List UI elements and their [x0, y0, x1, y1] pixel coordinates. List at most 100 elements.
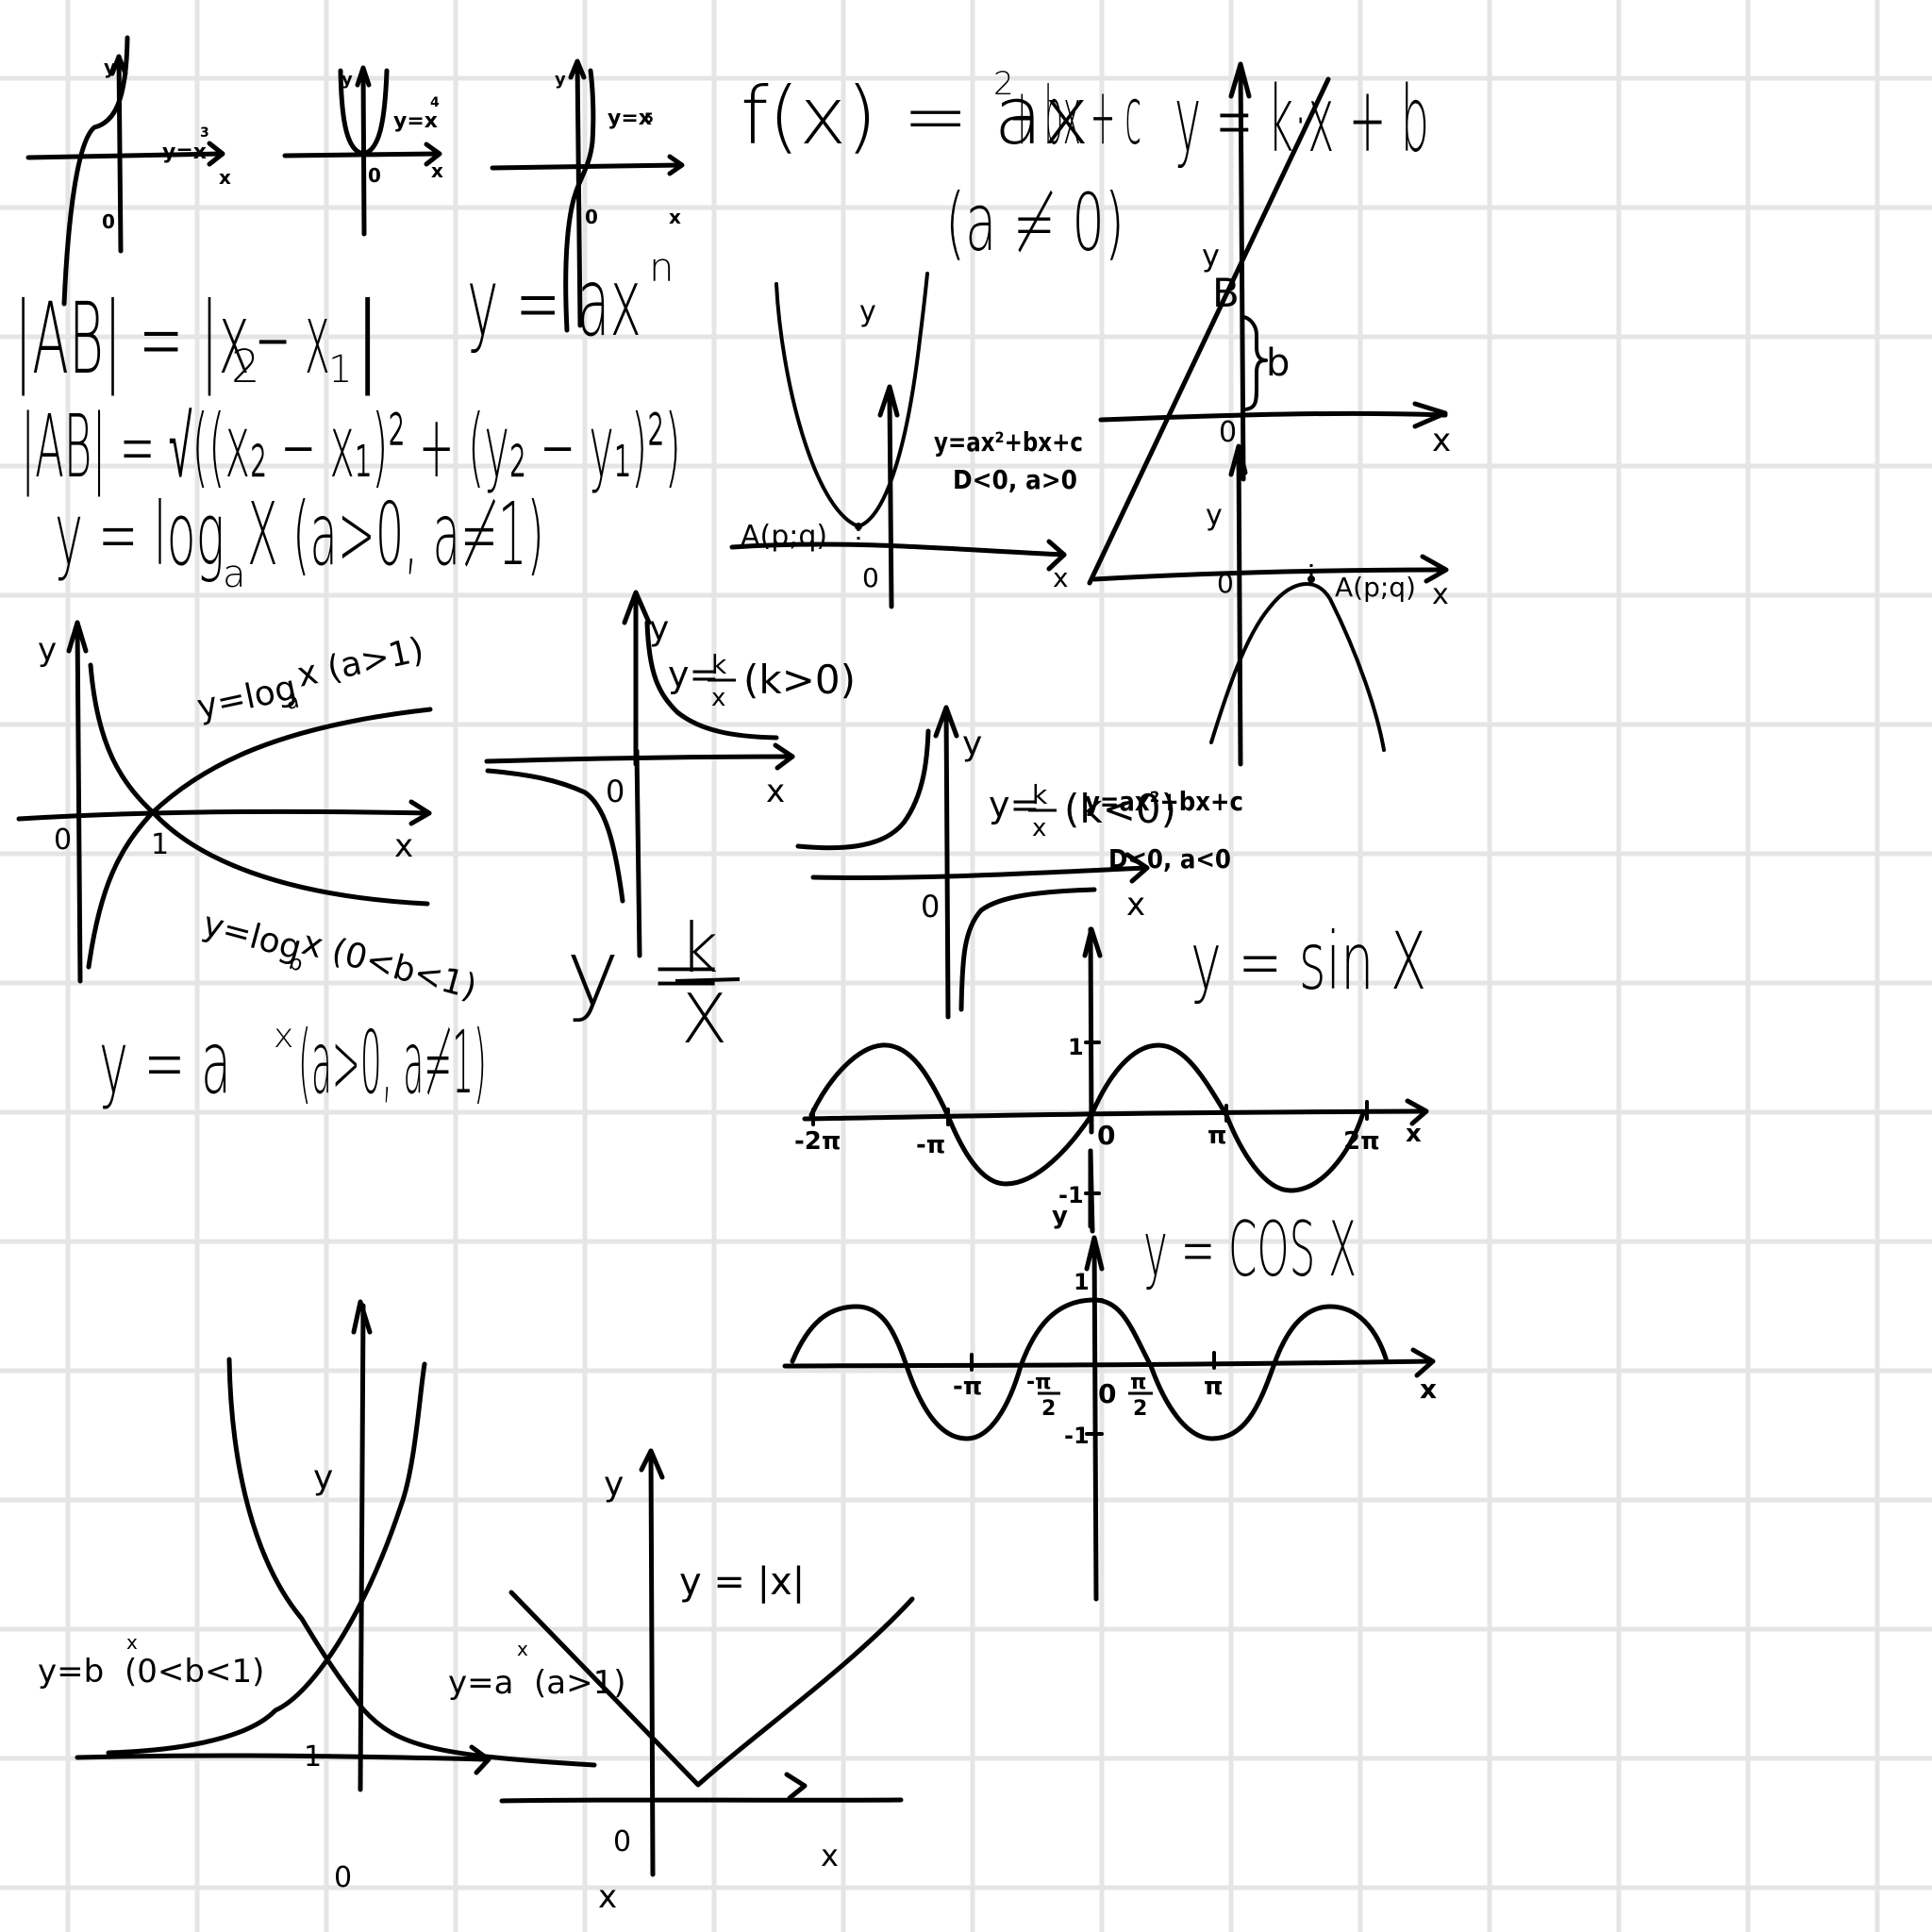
tick-x-2pi: 2π — [1343, 1127, 1380, 1156]
distance-1d-end: | — [351, 281, 384, 396]
y-axis — [116, 54, 124, 254]
formula-linear: y = k·x + b — [1174, 67, 1429, 173]
x-axis-label: x — [394, 827, 413, 865]
origin-label: 0 — [921, 889, 940, 924]
graph-linear: B b y x 0 — [1087, 61, 1451, 586]
y-axis-label: y — [859, 295, 876, 328]
formula-distance-1d: |AB| = |x 2 − x 1 | — [14, 281, 384, 396]
tick-x-neg-pi: -π — [953, 1373, 982, 1401]
x-axis-arrow-icon — [1412, 401, 1448, 429]
graph-hyperbola-negative: y= k x (k<0) y x 0 — [795, 705, 1176, 1020]
graph-sine: y x 0 1 -1 -2π -π π 2π — [794, 926, 1429, 1234]
y-axis — [648, 1448, 656, 1877]
exp-increasing-curve — [106, 1361, 427, 1756]
graph-cosine: 0 1 -1 -π -π 2 π 2 π x — [782, 1235, 1437, 1602]
hyperbola-pos-numerator: k — [711, 649, 727, 680]
origin-label: 0 — [862, 562, 879, 593]
vertex-label: A(p;q) — [741, 520, 827, 553]
graph-hyperbola-positive: y= k x (k>0) y x 0 — [484, 590, 856, 958]
x-axis — [25, 151, 225, 160]
origin-label: 0 — [613, 1825, 631, 1858]
origin-label: 0 — [1219, 416, 1237, 449]
graph-cubic: y=x 3 y x 0 — [25, 35, 231, 307]
y-axis — [360, 65, 367, 237]
origin-label: 0 — [1217, 568, 1234, 599]
exp-general-exponent: x — [274, 1017, 293, 1056]
y-axis — [1238, 61, 1246, 482]
x-axis — [484, 754, 795, 764]
tick-one-label: 1 — [304, 1740, 322, 1774]
exp-decreasing-curve — [226, 1357, 597, 1768]
y-axis — [1091, 1238, 1099, 1602]
tick-x-neg-2pi: -2π — [794, 1127, 841, 1156]
x-axis-arrow-icon — [773, 742, 795, 771]
y-axis-label: y — [313, 1458, 333, 1497]
x-axis-label: x — [1432, 578, 1449, 611]
x-axis — [729, 541, 1067, 558]
graph-parabola-down: A(p;q) y=ax²+bx+c D<0, a<0 y x 0 — [1085, 443, 1449, 874]
tick-x-neg-half-pi-num: -π — [1026, 1371, 1052, 1394]
x-axis — [782, 1358, 1435, 1369]
vertex-label: A(p;q) — [1335, 572, 1416, 603]
tick-marks — [970, 1298, 1216, 1436]
hyperbola-pos-condition: (k>0) — [743, 657, 856, 703]
graph-quintic: y=x 5 y x 0 — [490, 58, 685, 333]
x-axis-label: x — [1053, 562, 1069, 593]
quadratic-formula-rest: + bx + c — [1009, 70, 1141, 162]
exp-right-label: y=a — [448, 1664, 513, 1702]
hyperbola-pos-denominator: x — [711, 684, 725, 712]
graph-logarithm: y=log a x (a>1) y=log b x (0<b<1) y x 0 … — [16, 620, 481, 1008]
y-axis-label: y — [38, 631, 57, 669]
hyperbola-neg-label-y: y= — [989, 784, 1040, 825]
quadratic-formula-lhs: f(x) = ax — [741, 70, 1090, 162]
tick-marks — [811, 1041, 1369, 1195]
quintic-label: y=x — [608, 107, 652, 130]
log-general-subscript: a — [223, 553, 246, 596]
log-down-subscript: b — [286, 951, 305, 977]
quartic-label: y=x — [393, 109, 438, 133]
log-up-subscript: a — [284, 690, 301, 715]
hyperbola-q2-curve — [795, 728, 931, 851]
tick-x-neg-pi: -π — [916, 1131, 945, 1159]
y-axis-label: y — [962, 724, 982, 763]
formula-quadratic: f(x) = ax 2 + bx + c (a ≠ 0) — [741, 65, 1141, 269]
x-axis-label: x — [1420, 1374, 1437, 1405]
tick-one-label: 1 — [151, 828, 169, 861]
x-axis-arrow-icon — [667, 154, 685, 176]
formula-exp-general: y = a x (a>0, a≠1) — [99, 1012, 487, 1113]
y-axis-label: y — [649, 609, 669, 648]
log-general-rest: X (a>0, a≠1) — [247, 484, 544, 585]
hyperbola-neg-denominator: x — [1032, 814, 1046, 842]
y-axis — [1236, 444, 1243, 767]
tick-y-1: 1 — [1068, 1034, 1084, 1060]
x-axis-label: x — [766, 773, 785, 810]
x-axis-label: x — [1126, 886, 1145, 924]
x-axis-label: x — [219, 166, 231, 189]
y-axis-arrow-icon — [1082, 926, 1103, 958]
y-axis-label: y — [341, 70, 353, 90]
x-axis-arrow-icon — [1124, 852, 1150, 884]
x-axis-label: x — [669, 206, 681, 228]
cubic-exponent: 3 — [200, 125, 209, 141]
distance-1d-sub2: 2 — [231, 341, 260, 393]
abs-value-curve — [508, 1590, 915, 1788]
intercept-brace — [1241, 315, 1268, 411]
tick-x-pi: π — [1208, 1122, 1227, 1150]
distance-1d-mid: − x — [255, 281, 330, 396]
log-up-label: y=log — [193, 669, 300, 727]
graph-absolute-value: y = |x| y x 0 — [499, 1448, 915, 1877]
y-axis-arrow-icon — [66, 620, 89, 654]
y-axis-arrow-icon — [1228, 443, 1248, 477]
y-axis-label: y — [104, 56, 116, 78]
y-axis — [633, 591, 640, 767]
y-axis-label: y — [1202, 238, 1220, 274]
origin-label: 0 — [54, 824, 72, 857]
hyperbola-pos-label-y: y= — [668, 654, 719, 695]
fraction-bar — [675, 977, 741, 983]
x-axis-arrow-icon — [424, 142, 442, 167]
power-general-exponent: n — [649, 244, 675, 291]
formula-cos: y = COS X — [1143, 1206, 1357, 1293]
exp-left-exponent: x — [126, 1631, 138, 1654]
x-axis-arrow-icon — [1405, 1098, 1429, 1126]
